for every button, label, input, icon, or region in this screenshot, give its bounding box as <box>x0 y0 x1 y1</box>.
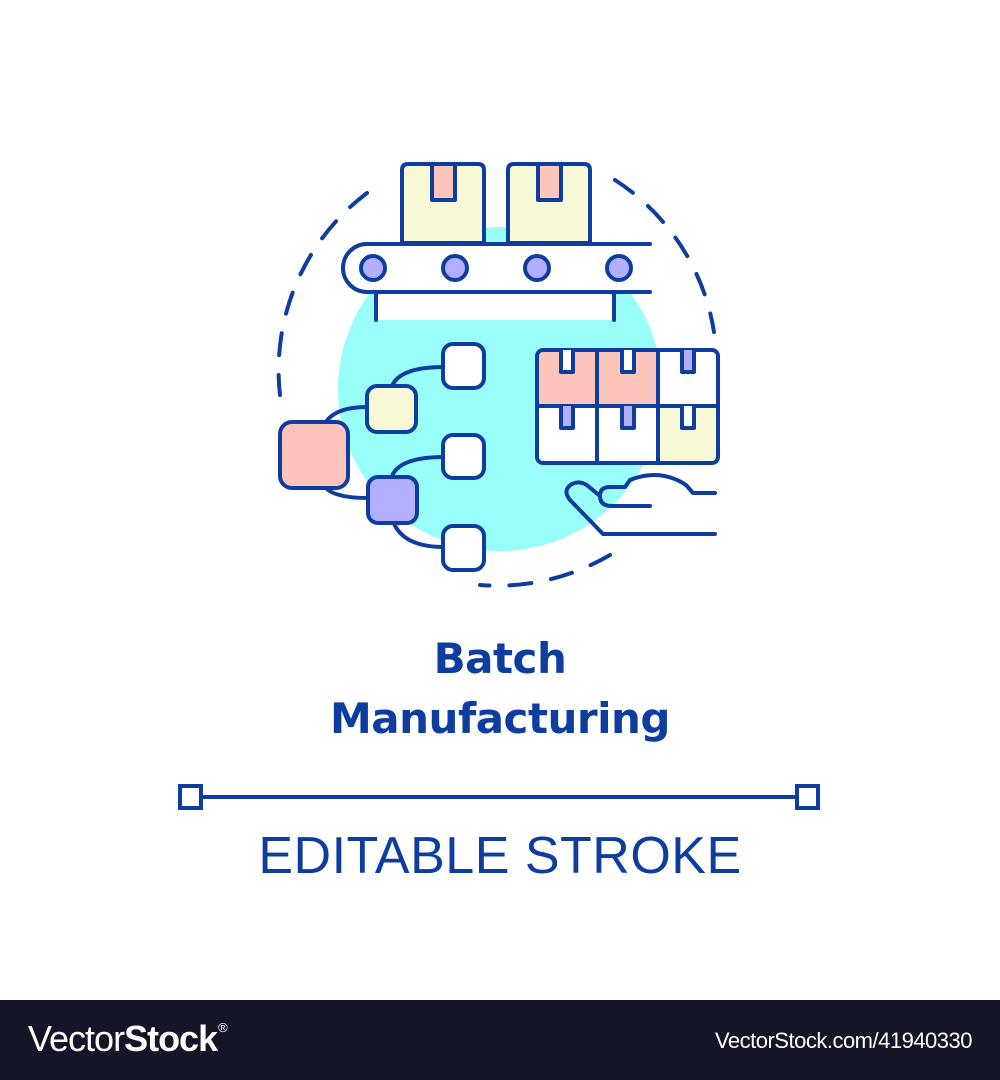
editable-stroke-label: EDITABLE STROKE <box>258 827 742 885</box>
title-line-1: Batch <box>433 634 567 683</box>
conveyor-belt-icon <box>341 242 652 322</box>
vectorstock-logo: VectorStock® <box>28 1018 228 1059</box>
footer-bar: VectorStock® VectorStock.com/41940330 <box>0 1000 1000 1080</box>
dashed-circle <box>276 178 716 588</box>
stroke-anchor-right <box>795 784 820 810</box>
batch-manufacturing-illustration <box>276 162 720 588</box>
image-reference: VectorStock.com/41940330 <box>714 1028 973 1053</box>
conveyor-roller-icon <box>359 254 633 282</box>
conveyor-box-icon <box>400 162 592 245</box>
box-grid-icon <box>535 348 720 465</box>
stroke-anchor-left <box>178 784 203 810</box>
editable-stroke-line <box>178 784 820 810</box>
flowchart-node <box>278 342 486 572</box>
open-hand-icon <box>564 473 717 536</box>
title-line-2: Manufacturing <box>330 694 671 743</box>
